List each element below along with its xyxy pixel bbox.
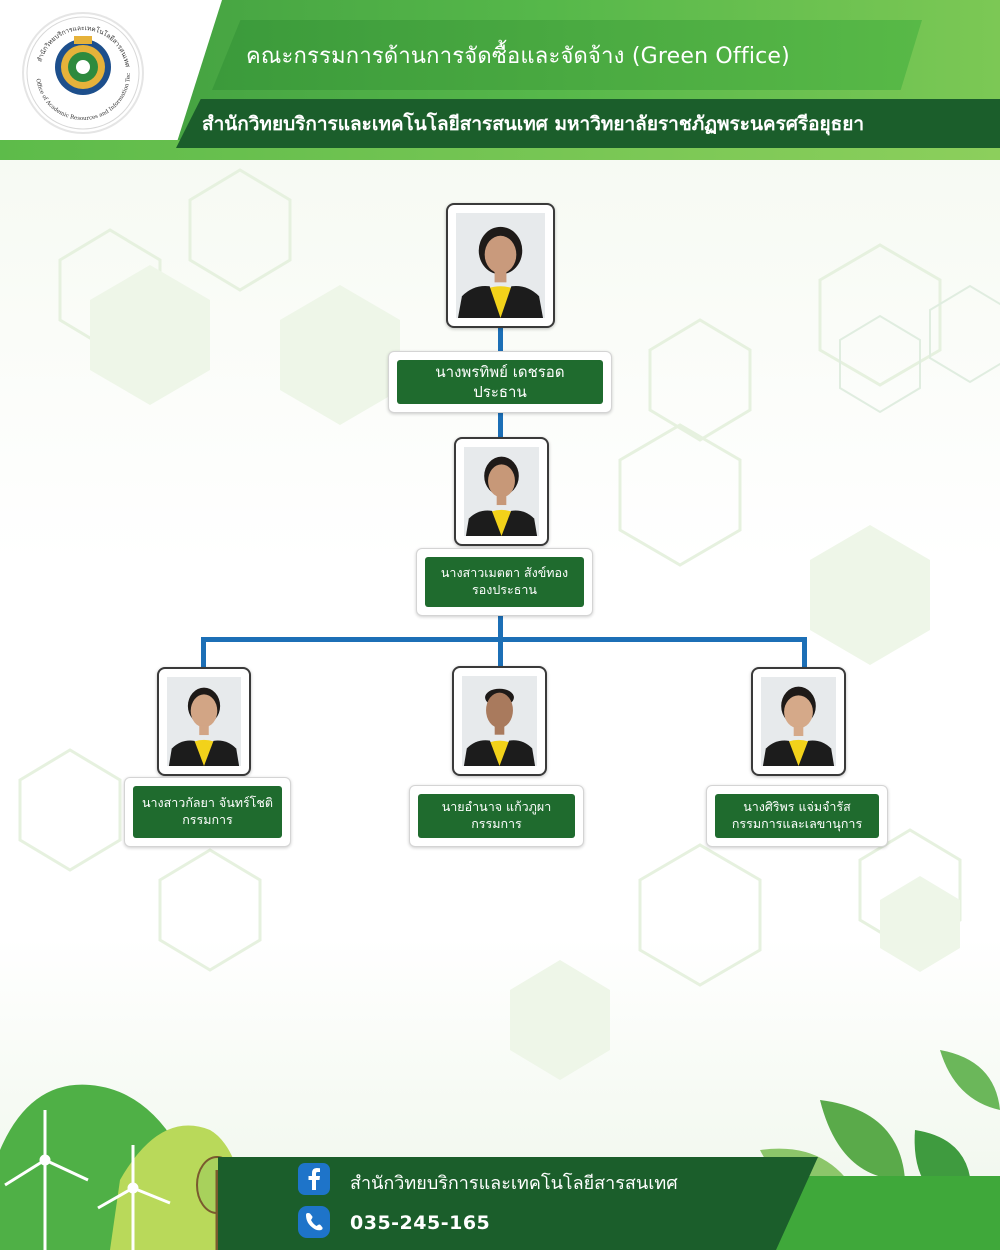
facebook-page-name[interactable]: สำนักวิทยบริการและเทคโนโลยีสารสนเทศ	[350, 1173, 678, 1194]
member-label: นางสาวกัลยา จันทร์โชติ กรรมการ	[124, 777, 291, 847]
member-label: นางศิริพร แจ่มจำรัส กรรมการและเลขานุการ	[706, 785, 888, 847]
member-name: นายอำนาจ แก้วภูผา	[441, 799, 552, 815]
person-portrait-icon	[761, 677, 836, 766]
person-portrait-icon	[456, 213, 545, 318]
connector-member-right	[802, 637, 807, 670]
vice-chair-photo	[454, 437, 549, 546]
member-label: นายอำนาจ แก้วภูผา กรรมการ	[409, 785, 584, 847]
background-hexagon-pattern	[18, 168, 1000, 1080]
office-logo: สำนักวิทยบริการและเทคโนโลยีสารสนเทศ Offi…	[19, 8, 144, 134]
vice-chair-role: รองประธาน	[472, 582, 537, 597]
vice-chair-name: นางสาวเมตตา สังข์ทอง	[440, 565, 569, 581]
member-photo	[452, 666, 547, 776]
office-subtitle: สำนักวิทยบริการและเทคโนโลยีสารสนเทศ มหาว…	[202, 112, 865, 135]
office-subtitle-banner: สำนักวิทยบริการและเทคโนโลยีสารสนเทศ มหาว…	[176, 99, 1000, 148]
connector-member-left	[201, 637, 206, 670]
connector-vice-down	[498, 614, 503, 670]
facebook-icon[interactable]	[298, 1163, 330, 1195]
person-portrait-icon	[462, 676, 537, 766]
phone-icon[interactable]	[298, 1206, 330, 1238]
office-logo-emblem-icon: สำนักวิทยบริการและเทคโนโลยีสารสนเทศ Offi…	[19, 8, 140, 130]
chair-role: ประธาน	[473, 383, 527, 401]
person-portrait-icon	[464, 447, 539, 536]
phone-number[interactable]: 035-245-165	[350, 1212, 491, 1234]
chair-name: นางพรทิพย์ เดชรอด	[435, 362, 565, 381]
committee-title: คณะกรรมการด้านการจัดซื้อและจัดจ้าง (Gree…	[246, 43, 790, 69]
member-role: กรรมการ	[182, 812, 233, 827]
member-name: นางศิริพร แจ่มจำรัส	[743, 799, 851, 815]
person-portrait-icon	[167, 677, 241, 766]
wind-turbine-icon	[4, 1110, 89, 1250]
wind-turbine-icon	[97, 1145, 171, 1250]
chair-photo	[446, 203, 555, 328]
member-photo	[157, 667, 251, 776]
committee-title-banner: คณะกรรมการด้านการจัดซื้อและจัดจ้าง (Gree…	[212, 20, 922, 90]
member-role: กรรมการ	[471, 816, 522, 831]
member-name: นางสาวกัลยา จันทร์โชติ	[141, 795, 274, 811]
vice-chair-label: นางสาวเมตตา สังข์ทอง รองประธาน	[416, 548, 593, 616]
member-photo	[751, 667, 846, 776]
chair-label: นางพรทิพย์ เดชรอด ประธาน	[388, 351, 612, 413]
member-role: กรรมการและเลขานุการ	[731, 816, 863, 831]
connector-horizontal	[201, 637, 807, 642]
